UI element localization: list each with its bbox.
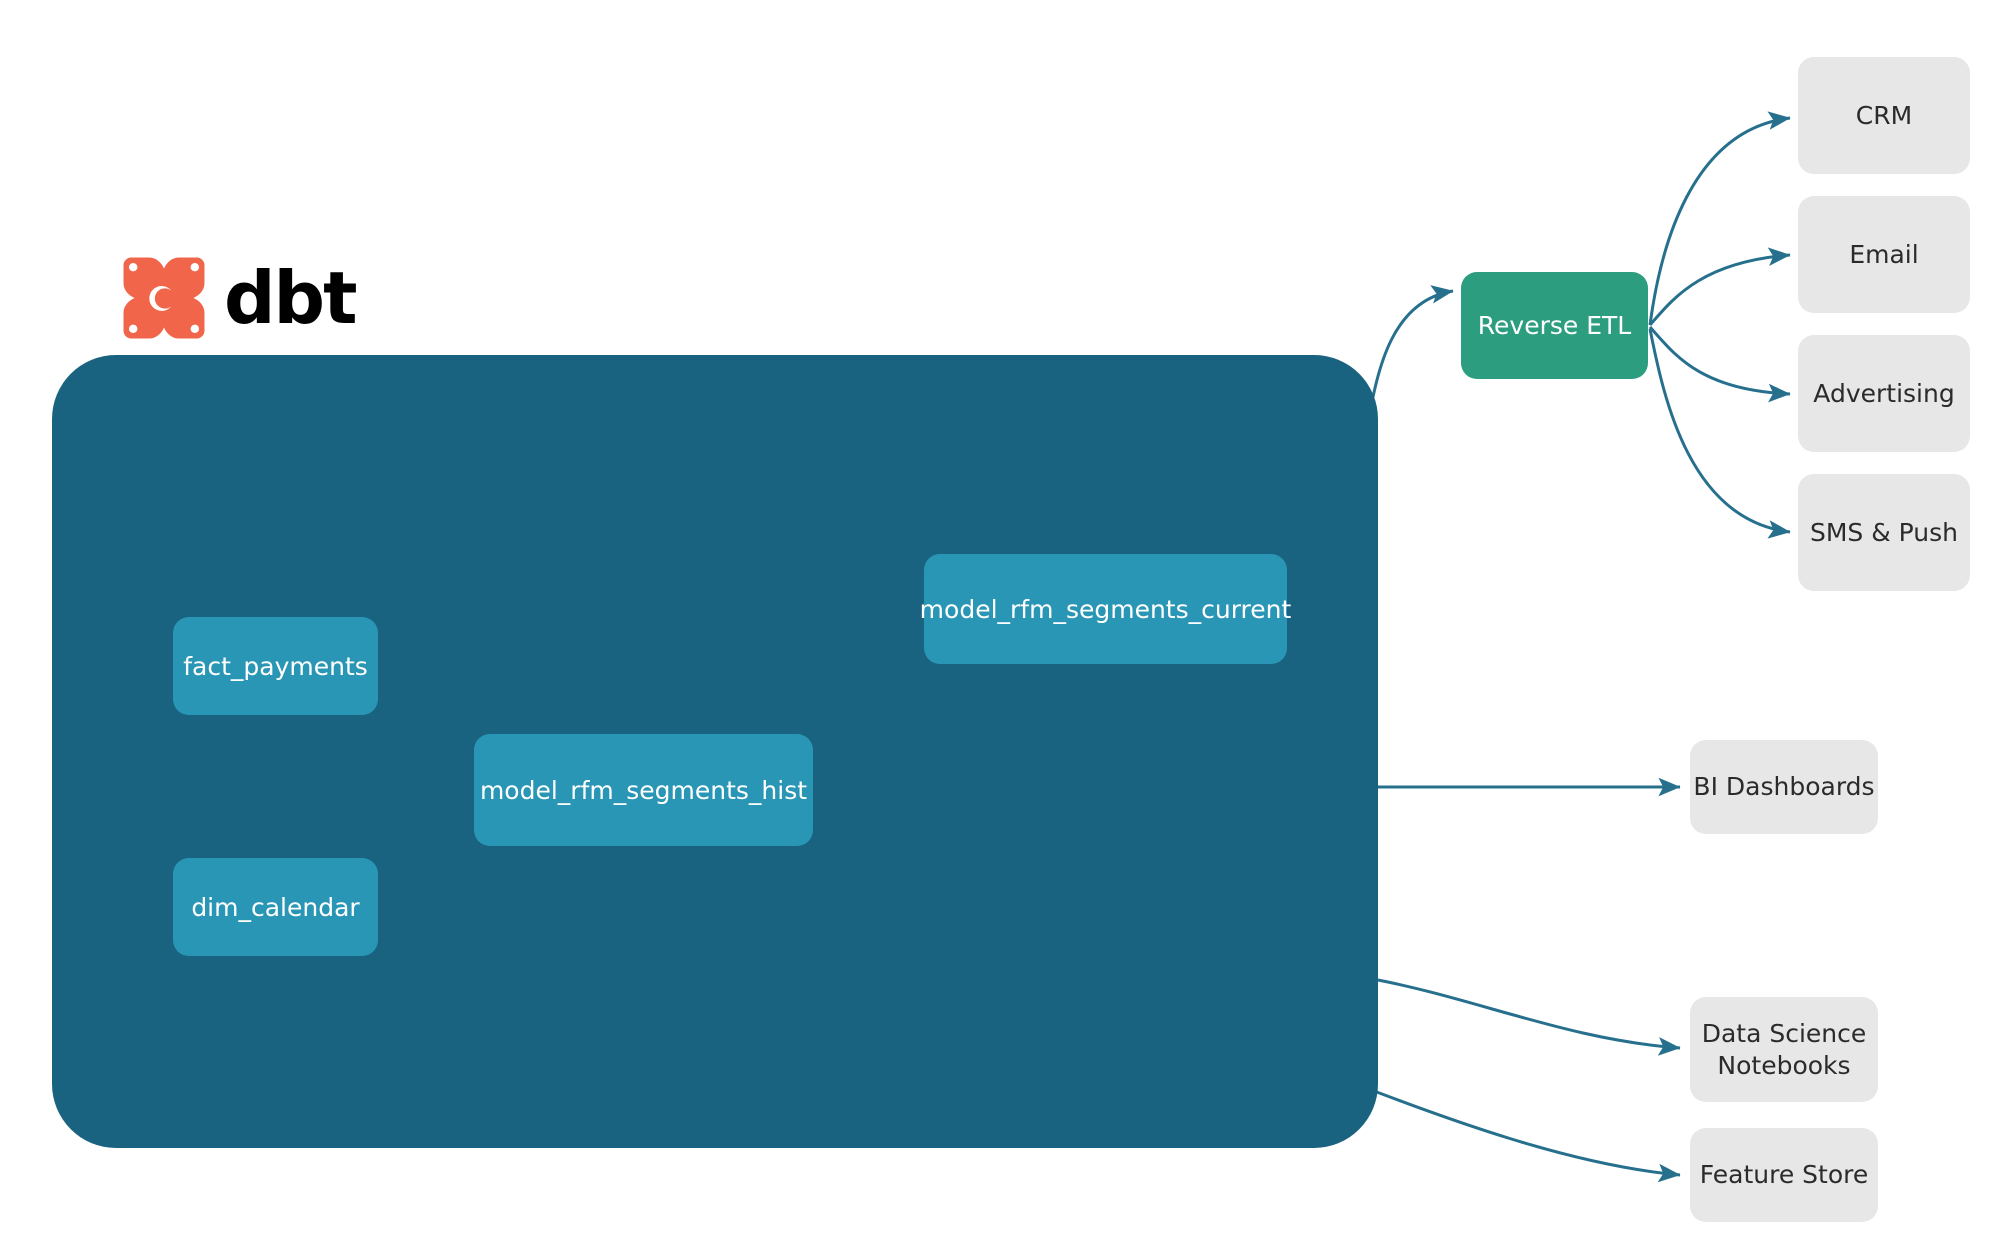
node-bi-dashboards[interactable]: BI Dashboards <box>1690 740 1878 834</box>
node-feature-store-label: Feature Store <box>1699 1160 1869 1190</box>
node-model-rfm-segments-current-label: model_rfm_segments_current <box>919 594 1292 624</box>
node-advertising[interactable]: Advertising <box>1798 335 1970 452</box>
dbt-wordmark: dbt <box>224 256 357 340</box>
node-sms-push[interactable]: SMS & Push <box>1798 474 1970 591</box>
node-reverse-etl[interactable]: Reverse ETL <box>1461 272 1648 379</box>
node-sms-push-label: SMS & Push <box>1809 517 1959 547</box>
node-data-science-notebooks[interactable]: Data Science Notebooks <box>1690 997 1878 1102</box>
node-model-rfm-segments-current[interactable]: model_rfm_segments_current <box>920 554 1291 664</box>
edge-reverse-etl-to-advertising <box>1648 326 1791 403</box>
edge-reverse-etl-to-email <box>1648 247 1791 326</box>
node-dim-calendar[interactable]: dim_calendar <box>173 858 378 956</box>
node-reverse-etl-label: Reverse ETL <box>1477 311 1632 340</box>
edge-hist-to-feature-store <box>1344 1078 1681 1183</box>
node-model-rfm-segments-hist[interactable]: model_rfm_segments_hist <box>474 734 813 846</box>
edge-current-to-reverse-etl <box>1364 285 1454 441</box>
node-crm-label: CRM <box>1855 100 1913 130</box>
node-fact-payments[interactable]: fact_payments <box>173 617 378 715</box>
node-email-label: Email <box>1849 239 1919 269</box>
node-crm[interactable]: CRM <box>1798 57 1970 174</box>
edge-reverse-etl-to-sms-push <box>1648 328 1791 539</box>
node-advertising-label: Advertising <box>1813 378 1955 408</box>
node-fact-payments-label: fact_payments <box>183 651 368 681</box>
node-data-science-notebooks-label: Data Science Notebooks <box>1702 1018 1867 1081</box>
node-model-rfm-segments-hist-label: model_rfm_segments_hist <box>479 775 808 805</box>
node-email[interactable]: Email <box>1798 196 1970 313</box>
edge-reverse-etl-to-crm <box>1648 111 1791 326</box>
node-dim-calendar-label: dim_calendar <box>191 892 360 922</box>
node-data-science-notebooks-label-line1: Data Science <box>1701 1019 1867 1049</box>
edge-hist-to-ds-notebooks <box>1377 978 1681 1056</box>
dbt-logo: dbt <box>118 248 358 348</box>
node-feature-store[interactable]: Feature Store <box>1690 1128 1878 1222</box>
dbt-logo-icon <box>123 257 205 339</box>
node-bi-dashboards-label: BI Dashboards <box>1693 772 1875 802</box>
node-data-science-notebooks-label-line2: Notebooks <box>1717 1050 1851 1080</box>
